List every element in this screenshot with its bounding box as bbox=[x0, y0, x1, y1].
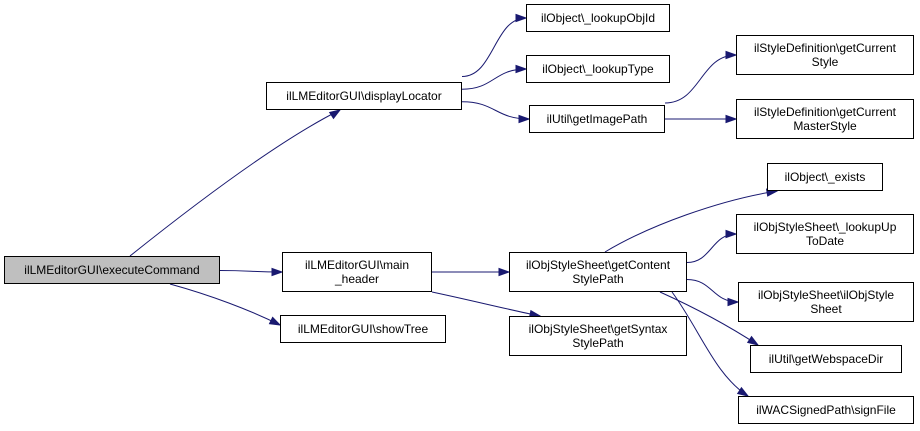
node-object-exists-label: ilObject\_exists bbox=[784, 170, 866, 184]
edge-arrowhead bbox=[746, 335, 760, 346]
node-get-content-style-path-label-2: StylePath bbox=[572, 272, 624, 286]
node-execute-command: ilLMEditorGUI\executeCommand bbox=[4, 256, 220, 284]
edge-execute-command-to-show-tree bbox=[169, 283, 281, 326]
node-main-header-label-1: ilLMEditorGUI\main bbox=[304, 258, 410, 272]
node-sign-file-label: ilWACSignedPath\signFile bbox=[756, 403, 896, 417]
node-get-syntax-style-path[interactable]: ilObjStyleSheet\getSyntax StylePath bbox=[509, 316, 687, 356]
edge-get-content-style-path-to-sign-file bbox=[671, 291, 749, 397]
node-lookup-up-to-date-label-1: ilObjStyleSheet\_lookupUp bbox=[753, 220, 897, 234]
node-main-header[interactable]: ilLMEditorGUI\main _header bbox=[282, 252, 432, 292]
edge-get-content-style-path-to-lookup-up-to-date bbox=[686, 233, 737, 263]
edge-main-header-to-get-syntax-style-path bbox=[431, 291, 541, 317]
edge-arrowhead bbox=[725, 114, 738, 124]
node-lookup-type-label: ilObject\_lookupType bbox=[542, 62, 654, 76]
node-execute-command-label: ilLMEditorGUI\executeCommand bbox=[24, 263, 200, 277]
node-main-header-label-2: _header bbox=[334, 272, 380, 286]
node-sign-file[interactable]: ilWACSignedPath\signFile bbox=[738, 396, 914, 424]
edge-arrowhead bbox=[725, 50, 738, 60]
node-object-exists[interactable]: ilObject\_exists bbox=[767, 163, 883, 191]
node-lookup-type[interactable]: ilObject\_lookupType bbox=[526, 55, 670, 83]
edge-arrowhead bbox=[736, 386, 750, 397]
node-get-syntax-style-path-label-2: StylePath bbox=[572, 336, 624, 350]
node-get-image-path-label: ilUtil\getImagePath bbox=[546, 112, 648, 126]
edge-get-image-path-to-get-current-style bbox=[664, 54, 737, 104]
edge-arrowhead bbox=[271, 267, 284, 277]
node-get-current-style-label-2: Style bbox=[811, 55, 839, 69]
edge-arrowhead bbox=[498, 267, 511, 277]
node-get-content-style-path[interactable]: ilObjStyleSheet\getContent StylePath bbox=[509, 252, 687, 292]
node-lookup-obj-id-label: ilObject\_lookupObjId bbox=[540, 11, 656, 25]
edge-arrowhead bbox=[515, 64, 528, 74]
node-get-webspace-dir[interactable]: ilUtil\getWebspaceDir bbox=[750, 345, 902, 373]
edge-arrowhead bbox=[268, 316, 282, 326]
edge-get-content-style-path-to-object-exists bbox=[604, 190, 778, 253]
node-show-tree[interactable]: ilLMEditorGUI\showTree bbox=[280, 315, 446, 343]
node-get-current-style[interactable]: ilStyleDefinition\getCurrent Style bbox=[736, 35, 914, 75]
node-lookup-up-to-date[interactable]: ilObjStyleSheet\_lookupUp ToDate bbox=[736, 214, 914, 254]
node-get-image-path[interactable]: ilUtil\getImagePath bbox=[529, 105, 665, 133]
node-get-current-master-style-label-2: MasterStyle bbox=[793, 119, 857, 133]
node-display-locator[interactable]: ilLMEditorGUI\displayLocator bbox=[266, 82, 462, 110]
node-lookup-up-to-date-label-2: ToDate bbox=[805, 234, 845, 248]
node-lookup-obj-id[interactable]: ilObject\_lookupObjId bbox=[526, 4, 670, 32]
edge-arrowhead bbox=[518, 114, 531, 124]
node-show-tree-label: ilLMEditorGUI\showTree bbox=[297, 322, 429, 336]
node-get-syntax-style-path-label-1: ilObjStyleSheet\getSyntax bbox=[528, 322, 668, 336]
edge-arrowhead bbox=[328, 109, 342, 120]
node-get-current-master-style-label-1: ilStyleDefinition\getCurrent bbox=[753, 105, 897, 119]
node-il-obj-style-sheet[interactable]: ilObjStyleSheet\ilObjStyle Sheet bbox=[738, 282, 914, 322]
node-display-locator-label: ilLMEditorGUI\displayLocator bbox=[286, 89, 442, 103]
node-get-content-style-path-label-1: ilObjStyleSheet\getContent bbox=[525, 258, 671, 272]
node-get-webspace-dir-label: ilUtil\getWebspaceDir bbox=[768, 352, 884, 366]
edge-arrowhead bbox=[725, 229, 738, 239]
node-il-obj-style-sheet-label-1: ilObjStyleSheet\ilObjStyle bbox=[757, 288, 895, 302]
node-get-current-master-style[interactable]: ilStyleDefinition\getCurrent MasterStyle bbox=[736, 99, 914, 139]
edge-execute-command-to-display-locator bbox=[129, 109, 341, 257]
edge-get-content-style-path-to-il-obj-style-sheet bbox=[686, 279, 739, 303]
edge-arrowhead bbox=[727, 297, 740, 307]
node-get-current-style-label-1: ilStyleDefinition\getCurrent bbox=[753, 41, 897, 55]
edge-arrowhead bbox=[515, 13, 528, 23]
node-il-obj-style-sheet-label-2: Sheet bbox=[810, 302, 842, 316]
